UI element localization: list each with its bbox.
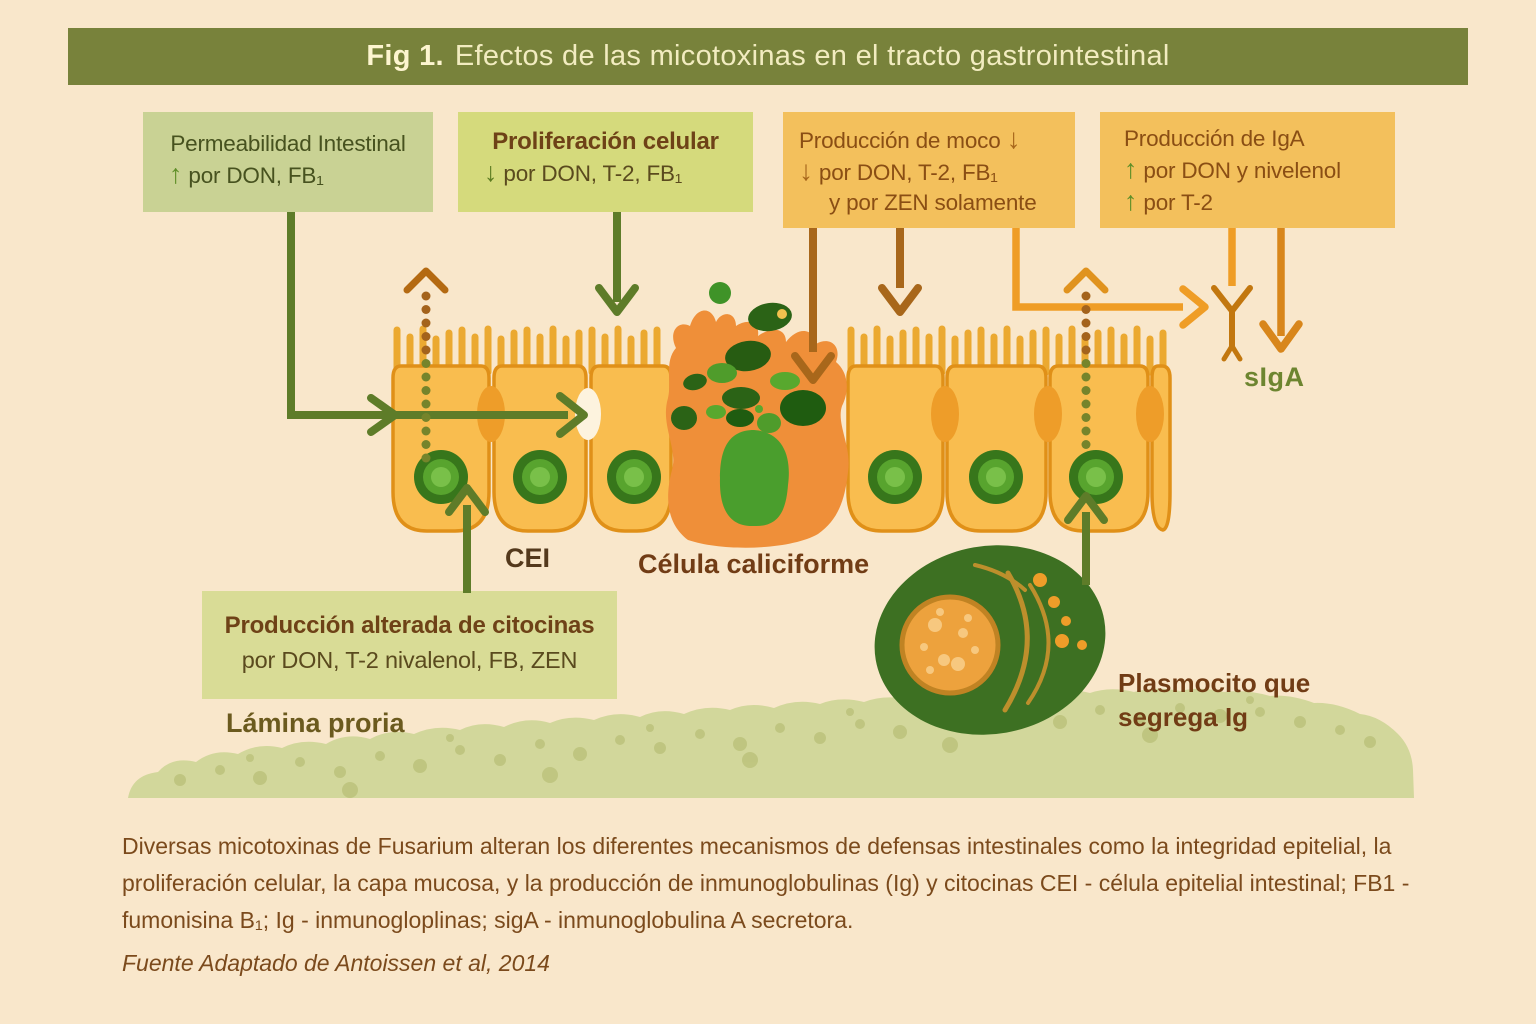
plasmocyte-ig-arrow <box>1064 492 1108 585</box>
title-bar: Fig 1. Efectos de las micotoxinas en el … <box>68 28 1468 85</box>
box-line: por DON, T-2 nivalenol, FB, ZEN <box>241 647 578 673</box>
antibody-icon <box>1211 285 1253 362</box>
epithelial-cells-right <box>846 325 1172 533</box>
figure-source: Fuente Adaptado de Antoissen et al, 2014 <box>122 950 550 976</box>
box-title: Proliferación celular <box>492 128 719 155</box>
secreted-mucus-droplets <box>709 282 792 332</box>
epithelial-cells-left <box>391 325 673 533</box>
box-line: por DON y nivelenol <box>1143 158 1341 183</box>
box-title: Permeabilidad Intestinal <box>170 131 406 156</box>
open-tight-junction <box>575 388 601 440</box>
tight-junction <box>931 386 959 442</box>
cell-nuclei <box>414 450 661 504</box>
label-lamina-propria: Lámina proria <box>226 708 405 738</box>
tight-junction <box>1136 386 1164 442</box>
box-title: Producción alterada de citocinas <box>224 612 595 639</box>
figure-number: Fig 1. <box>366 40 444 72</box>
plasmocyte-cell <box>874 545 1106 735</box>
cell-nuclei <box>868 450 1123 504</box>
permeability-arrow <box>287 212 588 438</box>
box-mucus-production: Producción de moco ↓ ↓ por DON, T-2, FB₁… <box>783 112 1075 228</box>
figure-caption: Diversas micotoxinas de Fusarium alteran… <box>122 833 1410 933</box>
box-intestinal-permeability: Permeabilidad Intestinal ↑ por DON, FB₁ <box>143 112 433 212</box>
goblet-cell <box>665 282 849 548</box>
mucus-arrow-short <box>878 228 922 316</box>
up-arrow-icon: ↑ <box>1124 154 1138 184</box>
label-cei: CEI <box>505 543 551 573</box>
box-line: por T-2 <box>1143 190 1213 215</box>
box-line: por DON, T-2, FB₁ <box>818 160 998 185</box>
label-plasmocyte: Plasmocito que segrega Ig <box>1118 668 1311 732</box>
mucus-arrow-long <box>791 228 835 384</box>
mucus-to-siga-elbow-arrow <box>1012 228 1209 329</box>
up-arrow-icon: ↑ <box>169 159 183 189</box>
box-line: por DON, FB₁ <box>188 163 324 188</box>
cytokine-arrow <box>445 484 489 593</box>
box-cell-proliferation: Proliferación celular ↓ por DON, T-2, FB… <box>458 112 753 212</box>
box-altered-cytokines: Producción alterada de citocinas por DON… <box>202 591 617 699</box>
iga-arrow-right <box>1259 228 1303 353</box>
box-line: y por ZEN solamente <box>829 190 1037 215</box>
label-siga: sIgA <box>1244 362 1305 392</box>
up-arrow-icon: ↑ <box>1124 186 1138 216</box>
down-arrow-icon: ↓ <box>799 155 813 186</box>
down-arrow-icon: ↓ <box>1006 123 1021 154</box>
dotted-transport-arrow-right <box>1063 267 1109 449</box>
tight-junction <box>1034 386 1062 442</box>
box-title: Producción de moco <box>799 128 1001 153</box>
tight-junction <box>477 386 505 442</box>
proliferation-arrow <box>595 212 639 316</box>
mucus-granules <box>671 340 826 527</box>
box-iga-production: Producción de IgA ↑ por DON y nivelenol … <box>1100 112 1395 228</box>
figure-title: Efectos de las micotoxinas en el tracto … <box>454 40 1170 72</box>
box-title: Producción de IgA <box>1124 126 1305 151</box>
box-line: por DON, T-2, FB₁ <box>503 161 683 186</box>
label-goblet-cell: Célula caliciforme <box>638 549 870 579</box>
dotted-transport-arrow-left <box>403 267 449 463</box>
down-arrow-icon: ↓ <box>484 157 498 187</box>
